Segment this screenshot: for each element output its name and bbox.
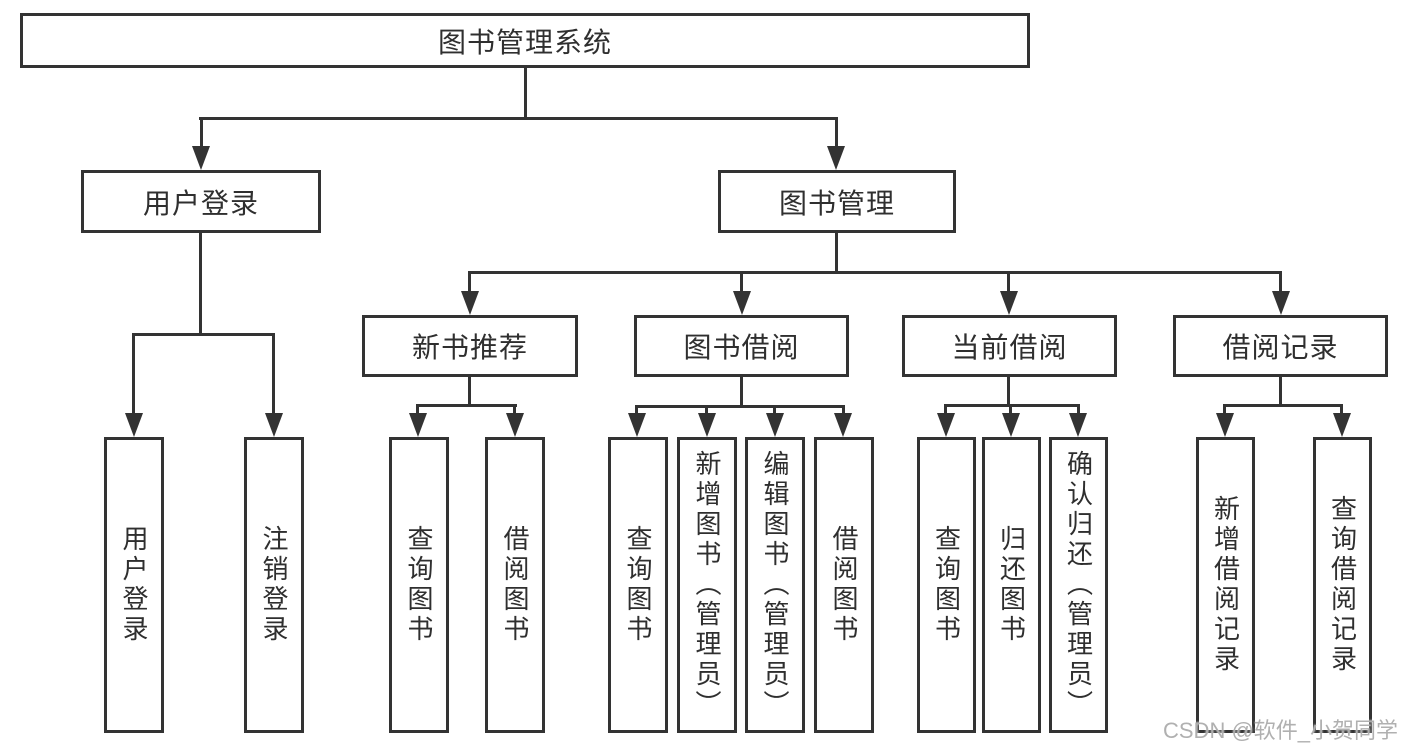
- leaf-current-confirm-return-label: 确认归还（管理员）: [1063, 450, 1094, 720]
- connector-line: [705, 405, 708, 417]
- arrow-down-icon: [937, 413, 955, 437]
- node-user-login: 用户登录: [81, 170, 321, 233]
- node-book-management: 图书管理: [718, 170, 956, 233]
- connector-line: [1279, 377, 1282, 407]
- node-book-borrow: 图书借阅: [634, 315, 849, 377]
- node-borrow-record-label: 借阅记录: [1222, 332, 1339, 363]
- leaf-logout-label: 注销登录: [259, 525, 289, 645]
- arrow-down-icon: [1272, 291, 1290, 315]
- connector-line: [740, 271, 743, 295]
- leaf-borrow-add-book: 新增图书（管理员）: [677, 437, 737, 733]
- arrow-down-icon: [834, 413, 852, 437]
- arrow-down-icon: [766, 413, 784, 437]
- connector-line: [1077, 404, 1080, 417]
- leaf-record-add: 新增借阅记录: [1196, 437, 1255, 733]
- leaf-record-query-label: 查询借阅记录: [1327, 495, 1358, 675]
- arrow-down-icon: [628, 413, 646, 437]
- connector-line: [199, 233, 202, 336]
- leaf-borrow-edit-book: 编辑图书（管理员）: [745, 437, 805, 733]
- arrow-down-icon: [1333, 413, 1351, 437]
- leaf-current-query-book: 查询图书: [917, 437, 976, 733]
- node-book-management-label: 图书管理: [778, 187, 895, 219]
- leaf-borrow-borrow-book: 借阅图书: [814, 437, 874, 733]
- arrow-down-icon: [1002, 413, 1020, 437]
- connector-line: [740, 377, 743, 408]
- node-root-label: 图书管理系统: [437, 26, 612, 58]
- connector-line: [1223, 404, 1226, 417]
- arrow-down-icon: [698, 413, 716, 437]
- node-new-book-recommend: 新书推荐: [362, 315, 578, 377]
- connector-line: [513, 404, 516, 417]
- connector-line: [132, 333, 275, 336]
- leaf-borrow-query-book-label: 查询图书: [623, 525, 653, 645]
- connector-line: [468, 271, 471, 295]
- connector-line: [842, 405, 845, 417]
- connector-line: [524, 68, 527, 119]
- connector-line: [635, 405, 845, 408]
- connector-line: [1279, 271, 1282, 295]
- leaf-borrow-borrow-book-label: 借阅图书: [829, 525, 859, 645]
- node-borrow-record: 借阅记录: [1173, 315, 1388, 377]
- leaf-borrow-query-book: 查询图书: [608, 437, 668, 733]
- connector-line: [468, 376, 471, 407]
- connector-line: [835, 117, 838, 150]
- arrow-down-icon: [409, 413, 427, 437]
- connector-line: [199, 117, 838, 120]
- arrow-down-icon: [506, 413, 524, 437]
- leaf-recommend-query-book-label: 查询图书: [404, 525, 434, 645]
- leaf-borrow-edit-book-label: 编辑图书（管理员）: [760, 450, 790, 720]
- node-current-borrow: 当前借阅: [902, 315, 1117, 377]
- leaf-user-login-label: 用户登录: [119, 525, 149, 645]
- connector-line: [1223, 404, 1343, 407]
- connector-line: [773, 405, 776, 417]
- leaf-recommend-borrow-book: 借阅图书: [485, 437, 545, 733]
- leaf-logout: 注销登录: [244, 437, 304, 733]
- arrow-down-icon: [192, 146, 210, 170]
- connector-line: [1340, 404, 1343, 417]
- arrow-down-icon: [827, 146, 845, 170]
- leaf-record-add-label: 新增借阅记录: [1210, 495, 1241, 675]
- arrow-down-icon: [1000, 291, 1018, 315]
- arrow-down-icon: [733, 291, 751, 315]
- leaf-current-confirm-return: 确认归还（管理员）: [1049, 437, 1108, 733]
- connector-line: [944, 404, 1080, 407]
- node-book-borrow-label: 图书借阅: [683, 332, 800, 363]
- leaf-recommend-query-book: 查询图书: [389, 437, 449, 733]
- leaf-user-login: 用户登录: [104, 437, 164, 733]
- connector-line: [635, 405, 638, 417]
- leaf-current-return-book-label: 归还图书: [996, 525, 1027, 645]
- connector-line: [835, 233, 838, 274]
- arrow-down-icon: [1216, 413, 1234, 437]
- connector-line: [468, 271, 1282, 274]
- node-user-login-label: 用户登录: [142, 187, 259, 219]
- connector-line: [1007, 377, 1010, 407]
- arrow-down-icon: [461, 291, 479, 315]
- arrow-down-icon: [1069, 413, 1087, 437]
- arrow-down-icon: [265, 413, 283, 437]
- leaf-current-query-book-label: 查询图书: [931, 525, 962, 645]
- connector-line: [944, 404, 947, 417]
- node-new-book-recommend-label: 新书推荐: [411, 332, 528, 363]
- leaf-borrow-add-book-label: 新增图书（管理员）: [692, 450, 722, 720]
- node-root: 图书管理系统: [20, 13, 1030, 68]
- node-current-borrow-label: 当前借阅: [951, 332, 1068, 363]
- arrow-down-icon: [125, 413, 143, 437]
- leaf-current-return-book: 归还图书: [982, 437, 1041, 733]
- csdn-watermark: CSDN @软件_小贺同学: [1163, 718, 1399, 743]
- connector-line: [1007, 271, 1010, 295]
- connector-line: [132, 333, 135, 417]
- leaf-record-query: 查询借阅记录: [1313, 437, 1372, 733]
- connector-line: [416, 404, 419, 417]
- connector-line: [1009, 404, 1012, 417]
- leaf-recommend-borrow-book-label: 借阅图书: [500, 525, 530, 645]
- connector-line: [272, 333, 275, 417]
- connector-line: [200, 117, 203, 150]
- connector-line: [416, 404, 517, 407]
